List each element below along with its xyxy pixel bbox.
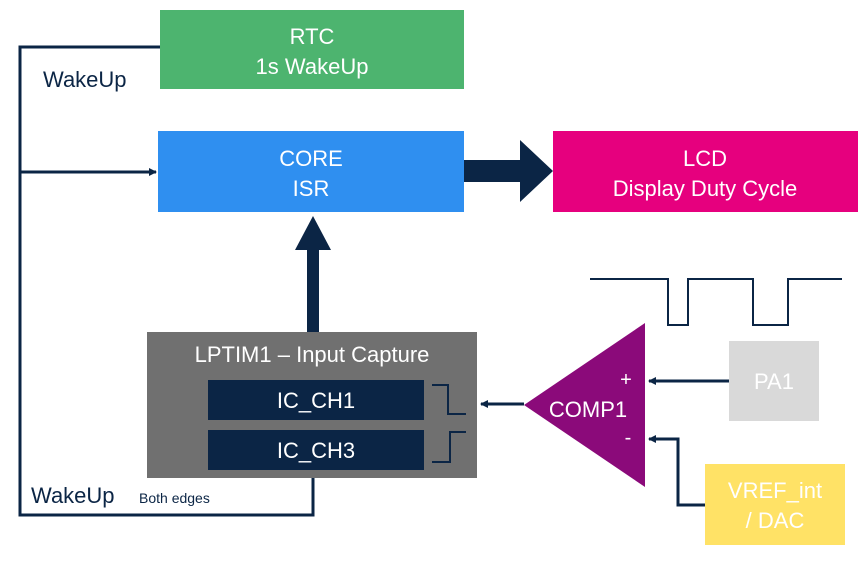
- ic-ch1-label: IC_CH1: [277, 388, 355, 413]
- pa1-block: [729, 341, 819, 421]
- pulse-waveform: [590, 278, 842, 326]
- vref-block: [705, 464, 845, 545]
- wakeup-bottom-label: WakeUp: [31, 483, 115, 508]
- core-block: [158, 131, 464, 212]
- core-title: CORE: [279, 146, 343, 171]
- lcd-block: [553, 131, 858, 212]
- both-edges-label: Both edges: [139, 490, 210, 506]
- vref-to-comp-wire: [648, 435, 705, 507]
- falling-edge-symbol: [432, 384, 466, 415]
- pa1-label: PA1: [754, 369, 794, 394]
- comp1-comparator: [524, 323, 645, 487]
- wakeup-top-label: WakeUp: [43, 67, 127, 92]
- ic-ch3-block: [208, 430, 424, 470]
- lcd-title: LCD: [683, 146, 727, 171]
- lptim-to-core-arrow: [295, 216, 331, 332]
- core-subtitle: ISR: [293, 176, 330, 201]
- rtc-block: [160, 10, 464, 89]
- rtc-title: RTC: [290, 24, 335, 49]
- ic-ch3-label: IC_CH3: [277, 438, 355, 463]
- comp1-label: COMP1: [549, 397, 627, 422]
- rtc-subtitle: 1s WakeUp: [256, 54, 369, 79]
- rising-edge-symbol: [432, 431, 466, 463]
- vref-subtitle: / DAC: [746, 508, 805, 533]
- core-to-lcd-arrow: [464, 140, 553, 202]
- lcd-subtitle: Display Duty Cycle: [613, 176, 798, 201]
- comp1-plus-sign: +: [620, 369, 632, 391]
- lptim1-title: LPTIM1 – Input Capture: [195, 342, 430, 367]
- comp1-minus-sign: -: [625, 427, 632, 449]
- wakeup-feedback-wire: [18, 45, 315, 517]
- ic-ch1-block: [208, 380, 424, 420]
- vref-title: VREF_int: [728, 478, 822, 503]
